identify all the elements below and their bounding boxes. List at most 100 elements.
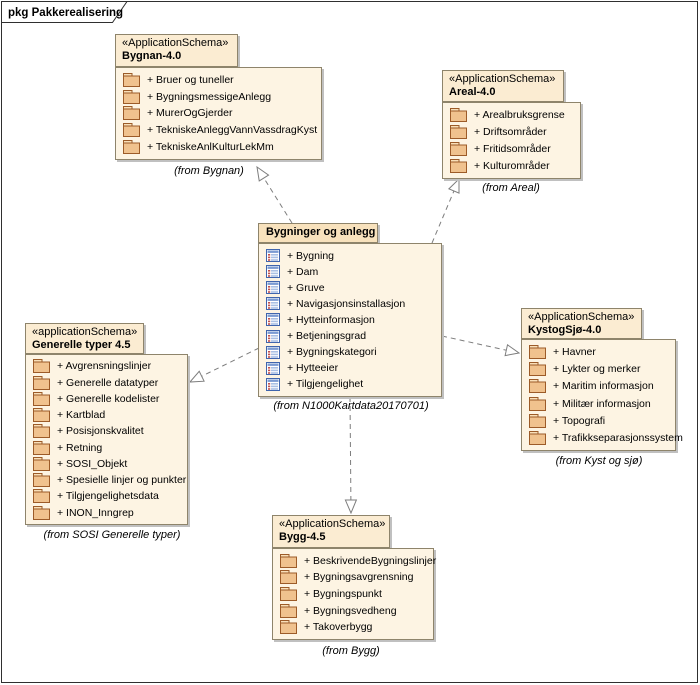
package-body-kystogsjo[interactable]: + Havner + Lykter og merker + Maritim in… xyxy=(521,339,683,451)
package-tab-kystogsjo[interactable]: «ApplicationSchema»KystogSjø-4.0 xyxy=(521,308,642,339)
package-body-bygninger-og-anlegg[interactable]: + Bygning + Dam + Gruve xyxy=(258,243,442,397)
package-origin-caption: (from Bygnan) xyxy=(174,165,244,177)
frame-title: pkg Pakkerealisering xyxy=(8,7,123,19)
package-member[interactable]: + BygningsmessigeAnlegg xyxy=(123,89,321,104)
package-member[interactable]: + SOSI_Objekt xyxy=(33,456,187,471)
package-member[interactable]: + Dam xyxy=(266,265,441,279)
folder-icon xyxy=(280,586,297,601)
package-member[interactable]: + Kartblad xyxy=(33,408,187,423)
realization-arrow[interactable] xyxy=(431,177,460,244)
package-member[interactable]: + Militær informasjon xyxy=(529,396,675,411)
folder-icon xyxy=(529,413,546,428)
package-member[interactable]: + Bygningsavgrensning xyxy=(280,570,433,585)
package-member[interactable]: + Topografi xyxy=(529,413,675,428)
folder-icon xyxy=(123,140,140,155)
package-member[interactable]: + Arealbruksgrense xyxy=(450,108,580,122)
diagram-icon xyxy=(266,281,280,295)
diagram-icon xyxy=(266,313,280,327)
package-member[interactable]: + MurerOgGjerder xyxy=(123,106,321,121)
package-member-label: + Bygningsvedheng xyxy=(304,604,397,617)
package-member[interactable]: + Maritim informasjon xyxy=(529,379,675,394)
package-member[interactable]: + Retning xyxy=(33,440,187,455)
package-member[interactable]: + TekniskeAnleggVannVassdragKyst xyxy=(123,123,321,138)
package-member-label: + Bygning xyxy=(287,249,334,262)
diagram-icon xyxy=(266,345,280,359)
realization-arrow[interactable] xyxy=(441,335,521,357)
package-body-generelle-typer[interactable]: + Avgrensningslinjer + Generelle datatyp… xyxy=(25,354,188,525)
package-tab-generelle-typer[interactable]: «applicationSchema»Generelle typer 4.5 xyxy=(25,323,144,354)
package-member[interactable]: + Navigasjonsinstallasjon xyxy=(266,297,441,311)
diagram-icon xyxy=(266,249,280,263)
package-member[interactable]: + Tilgjengelighet xyxy=(266,377,441,391)
package-member[interactable]: + Havner xyxy=(529,345,675,360)
package-stereotype: «ApplicationSchema» xyxy=(449,73,556,85)
package-name: Areal-4.0 xyxy=(449,86,496,98)
package-tab-bygninger-og-anlegg[interactable]: Bygninger og anlegg xyxy=(258,223,378,243)
diagram-icon xyxy=(266,329,280,343)
package-member-label: + Tilgjengelighetsdata xyxy=(57,490,159,503)
package-member[interactable]: + Trafikkseparasjonssystem xyxy=(529,430,683,445)
package-member[interactable]: + Bygning xyxy=(266,249,441,263)
package-member-label: + Avgrensningslinjer xyxy=(57,360,152,373)
package-member[interactable]: + Spesielle linjer og punkter xyxy=(33,473,187,488)
package-stereotype: «applicationSchema» xyxy=(32,326,138,338)
realization-arrow[interactable] xyxy=(344,396,358,515)
package-member-label: + TekniskeAnleggVannVassdragKyst xyxy=(147,124,318,137)
package-tab-bygnan[interactable]: «ApplicationSchema»Bygnan-4.0 xyxy=(115,34,238,67)
package-member[interactable]: + Bygningsvedheng xyxy=(280,603,433,618)
package-member[interactable]: + TekniskeAnlKulturLekMm xyxy=(123,140,321,155)
package-member[interactable]: + Kulturområder xyxy=(450,159,580,173)
package-member[interactable]: + Betjeningsgrad xyxy=(266,329,441,343)
package-body-areal[interactable]: + Arealbruksgrense + Driftsområder + Fri… xyxy=(442,102,581,179)
folder-icon xyxy=(123,72,140,87)
package-member-label: + Tilgjengelighet xyxy=(287,378,364,391)
folder-icon xyxy=(450,108,467,122)
package-member[interactable]: + Gruve xyxy=(266,281,441,295)
package-member[interactable]: + Posisjonskvalitet xyxy=(33,424,187,439)
package-tab-bygg[interactable]: «ApplicationSchema»Bygg-4.5 xyxy=(272,515,390,548)
package-member-label: + Takoverbygg xyxy=(304,621,373,634)
package-member[interactable]: + Hytteeier xyxy=(266,361,441,375)
package-member[interactable]: + Tilgjengelighetsdata xyxy=(33,489,187,504)
package-member[interactable]: + Lykter og merker xyxy=(529,362,675,377)
package-body-bygnan[interactable]: + Bruer og tuneller + BygningsmessigeAnl… xyxy=(115,67,322,160)
folder-icon xyxy=(529,396,546,411)
package-member[interactable]: + Takoverbygg xyxy=(280,620,433,635)
folder-icon xyxy=(33,505,50,520)
package-member[interactable]: + Hytteinformasjon xyxy=(266,313,441,327)
package-member-label: + Havner xyxy=(553,346,596,359)
folder-icon xyxy=(450,159,467,173)
folder-icon xyxy=(450,142,467,156)
package-member-label: + Spesielle linjer og punkter xyxy=(57,474,187,487)
frame-label-shape xyxy=(1,1,128,23)
package-member-label: + Arealbruksgrense xyxy=(474,109,565,121)
package-name: Bygg-4.5 xyxy=(279,531,326,543)
realization-arrow[interactable] xyxy=(256,165,293,224)
folder-icon xyxy=(280,570,297,585)
package-origin-caption: (from N1000Kartdata20170701) xyxy=(273,400,429,412)
package-member-label: + Hytteinformasjon xyxy=(287,313,375,326)
package-member[interactable]: + BeskrivendeBygningslinjer xyxy=(280,553,436,568)
realization-arrow[interactable] xyxy=(188,347,260,383)
package-member-label: + Maritim informasjon xyxy=(553,380,654,393)
package-member[interactable]: + Generelle kodelister xyxy=(33,391,187,406)
package-stereotype: «ApplicationSchema» xyxy=(122,37,229,49)
package-member-label: + BygningsmessigeAnlegg xyxy=(147,90,272,103)
folder-icon xyxy=(33,391,50,406)
package-tab-areal[interactable]: «ApplicationSchema»Areal-4.0 xyxy=(442,70,564,102)
package-member[interactable]: + Driftsområder xyxy=(450,125,580,139)
hollow-triangle-arrowhead xyxy=(344,499,358,515)
package-member-label: + Trafikkseparasjonssystem xyxy=(553,431,683,444)
package-member-label: + TekniskeAnlKulturLekMm xyxy=(147,141,274,154)
package-member[interactable]: + Avgrensningslinjer xyxy=(33,359,187,374)
package-member[interactable]: + Fritidsområder xyxy=(450,142,580,156)
package-member-label: + Lykter og merker xyxy=(553,363,641,376)
package-member-label: + Fritidsområder xyxy=(474,143,551,155)
package-body-bygg[interactable]: + BeskrivendeBygningslinjer + Bygningsav… xyxy=(272,548,436,640)
package-member[interactable]: + INON_Inngrep xyxy=(33,505,187,520)
package-member[interactable]: + Bygningspunkt xyxy=(280,586,433,601)
package-member[interactable]: + Bruer og tuneller xyxy=(123,72,321,87)
diagram-icon xyxy=(266,265,280,279)
package-member[interactable]: + Bygningskategori xyxy=(266,345,441,359)
package-member[interactable]: + Generelle datatyper xyxy=(33,375,187,390)
